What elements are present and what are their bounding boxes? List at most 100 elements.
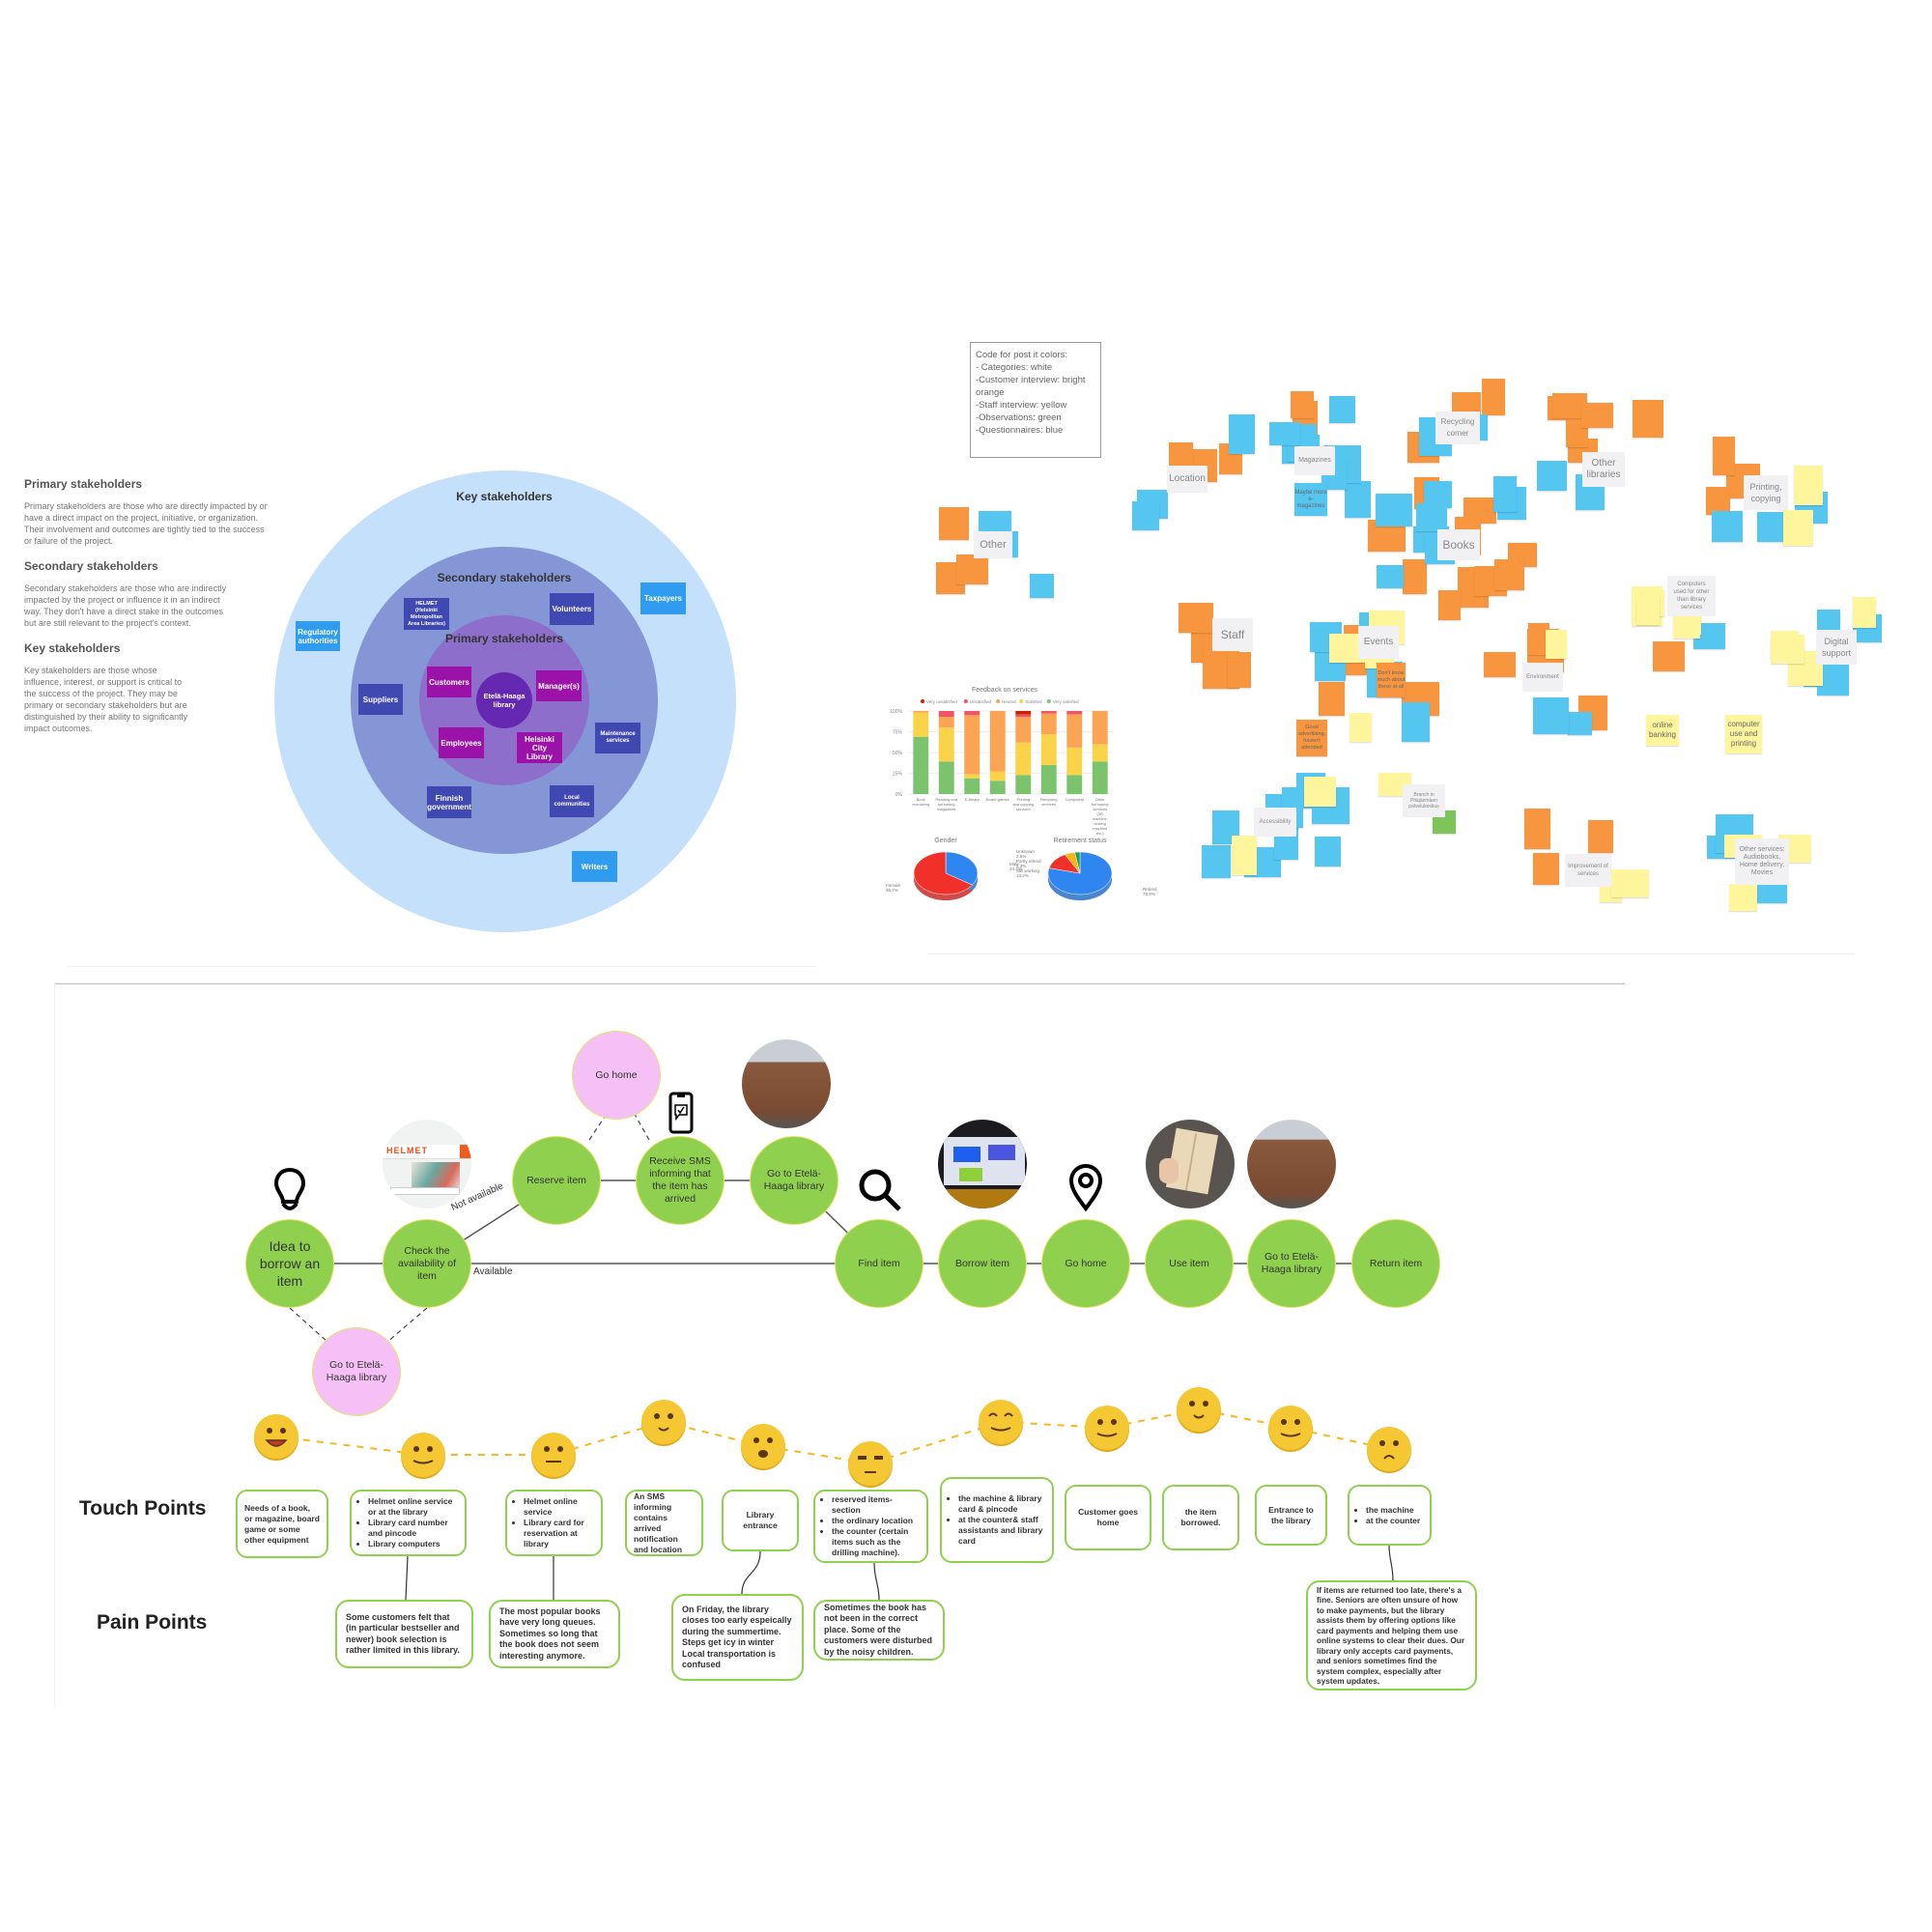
bar-segment <box>1040 734 1057 765</box>
bar-segment <box>989 781 1006 794</box>
sticky-note <box>1636 596 1661 626</box>
sticky-note-good-advertising: Good advertising, haven't attended <box>1296 720 1327 756</box>
library-building-photo <box>1247 1120 1336 1208</box>
category-recycling-corner: Recycling corner <box>1435 412 1480 444</box>
primary-stakeholders-heading: Primary stakeholders <box>24 477 143 491</box>
touch-point-list: Helmet online service or at the libraryL… <box>358 1496 458 1549</box>
legend-line: - Categories: white <box>976 362 1053 373</box>
sticky-note <box>1328 395 1355 423</box>
stakeholder-taxpayers: Taxpayers <box>640 582 686 614</box>
gender-pie-title: Gender <box>934 838 957 844</box>
sticky-note <box>1315 837 1342 867</box>
sticky-note <box>1229 413 1256 454</box>
sticky-note <box>1415 503 1447 532</box>
secondary-stakeholders-text: Secondary stakeholders are those who are… <box>24 583 227 628</box>
emotion-worried-icon <box>741 1424 785 1470</box>
stakeholder-employees: Employees <box>439 727 484 758</box>
touch-point-card: Customer goes home <box>1065 1485 1151 1550</box>
touch-point-item: Helmet online service <box>524 1496 594 1518</box>
touch-point-item: the ordinary location <box>832 1516 920 1526</box>
step-go-to-library[interactable]: Go to Etelä-Haaga library <box>1247 1219 1336 1308</box>
stakeholder-customers: Customers <box>427 667 471 697</box>
sticky-note-online-banking: online banking <box>1646 715 1679 746</box>
emotion-slight-smile-icon <box>401 1433 445 1479</box>
touch-point-card: the machine & library card & pincodeat t… <box>940 1477 1054 1563</box>
alt-path-dashed <box>289 1307 329 1344</box>
step-use-item[interactable]: Use item <box>1145 1219 1234 1308</box>
step-go-to-library-after-sms[interactable]: Go to Etelä-Haaga library <box>750 1136 838 1225</box>
stakeholder-regulatory-authorities: Regulatory authorities <box>296 621 340 651</box>
stakeholder-local-communities: Local communities <box>550 785 594 817</box>
sticky-note <box>1344 481 1371 519</box>
sticky-note <box>1493 558 1524 590</box>
sticky-note <box>1728 884 1757 912</box>
step-return-item[interactable]: Return item <box>1351 1219 1440 1308</box>
pain-point-card: Some customers felt that (in particular … <box>335 1600 473 1668</box>
helmet-logo-text: HELMET <box>386 1146 428 1155</box>
touch-point-item: the machine & library card & pincode <box>958 1493 1045 1515</box>
bar-segment <box>1066 711 1083 715</box>
sticky-note <box>1580 403 1613 429</box>
sticky-note <box>1528 622 1550 655</box>
search-icon <box>859 1169 901 1211</box>
stakeholder-helmet: HELMET (Helsinki Metropolitan Area Libra… <box>404 598 449 630</box>
touch-point-list: reserved items-sectionthe ordinary locat… <box>822 1494 920 1558</box>
bar-segment <box>1040 764 1057 794</box>
bar-segment <box>938 711 954 718</box>
alt-step-go-home[interactable]: Go home <box>572 1031 661 1120</box>
sticky-note <box>1227 651 1251 688</box>
sticky-note <box>1424 480 1452 508</box>
helmet-website-image: HELMET <box>383 1120 471 1208</box>
key-stakeholders-heading: Key stakeholders <box>24 641 121 655</box>
bar-chart-title: Feedback on services <box>972 687 1038 694</box>
pain-point-text: The most popular books have very long qu… <box>499 1605 601 1661</box>
pain-point-text: Some customers felt that (in particular … <box>346 1611 460 1656</box>
pain-point-text: On Friday, the library closes too early … <box>682 1604 792 1670</box>
sticky-note <box>1375 493 1412 526</box>
sticky-note <box>1633 400 1664 439</box>
pain-point-card: If items are returned too late, there's … <box>1306 1580 1477 1690</box>
step-reserve-item[interactable]: Reserve item <box>512 1136 601 1225</box>
bar-segment <box>1066 714 1083 748</box>
step-receive-sms[interactable]: Receive SMS informing that the item has … <box>636 1136 724 1225</box>
sticky-note <box>1712 437 1735 476</box>
x-tick-label: E-library <box>965 797 980 802</box>
legend-line: -Customer interview: bright orange <box>976 375 1086 398</box>
alt-step-go-to-library[interactable]: Go to Etelä-Haaga library <box>312 1327 401 1416</box>
touch-point-item: the machine <box>1366 1505 1420 1516</box>
legend-label: Satisfied <box>1025 699 1042 704</box>
step-borrow-item[interactable]: Borrow item <box>938 1219 1027 1308</box>
category-digital-support: Digital support <box>1816 630 1857 665</box>
step-idea[interactable]: Idea to borrow an item <box>245 1219 334 1308</box>
pain-point-text: If items are returned too late, there's … <box>1317 1584 1465 1687</box>
touch-point-list: the machineat the counter <box>1356 1505 1420 1526</box>
section-edge <box>54 983 55 1708</box>
touch-point-item: the counter (certain items such as the d… <box>832 1526 920 1558</box>
stakeholder-volunteers: Volunteers <box>550 593 594 625</box>
bar-segment <box>938 717 954 728</box>
step-find-item[interactable]: Find item <box>835 1219 923 1308</box>
touch-point-item: Library card number and pincode <box>368 1518 458 1539</box>
step-check-availability[interactable]: Check the availability of item <box>383 1219 471 1308</box>
bar-segment <box>1066 775 1083 794</box>
category-other-services: Other services: Audiobooks, Home deliver… <box>1735 838 1789 885</box>
panel-edge <box>927 953 1855 954</box>
step-go-home[interactable]: Go home <box>1041 1219 1130 1308</box>
touch-points-heading: Touch Points <box>79 1497 207 1520</box>
bar-segment <box>1015 711 1032 715</box>
pain-connector <box>405 1555 409 1601</box>
legend-line: -Observations: green <box>976 412 1062 423</box>
sticky-note <box>955 554 988 585</box>
sticky-note <box>1481 379 1505 416</box>
stakeholder-finnish-government: Finnish government <box>427 786 471 818</box>
sticky-note-dont-know: Don't know much about these at all <box>1377 663 1406 697</box>
stakeholder-writers: Writers <box>572 851 617 882</box>
bar-segment <box>938 761 954 794</box>
bar-segment <box>1015 717 1032 743</box>
